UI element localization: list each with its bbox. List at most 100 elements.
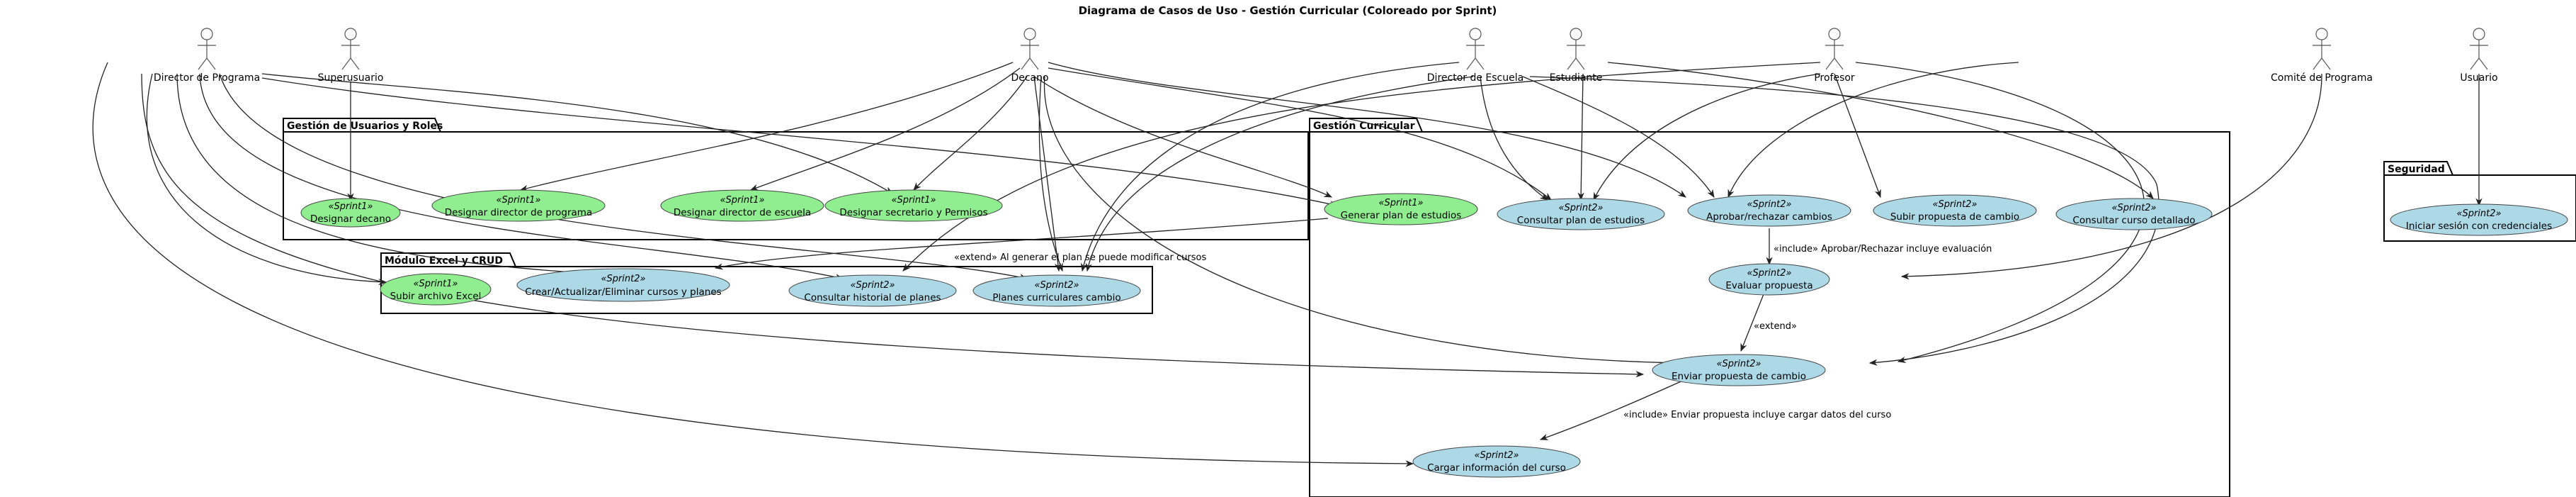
relation-label: «include» Enviar propuesta incluye carga… — [1623, 410, 1891, 420]
use-case-stereotype: «Sprint2» — [1932, 199, 1977, 210]
edge-dirprog-historial — [199, 73, 844, 281]
use-cases: «Sprint1» Designar decano «Sprint1» Desi… — [300, 189, 2568, 478]
edge-dirprog-secretario — [261, 73, 894, 194]
use-case-designar-director-escuela[interactable]: «Sprint1» Designar director de escuela — [660, 189, 824, 222]
actor-estudiante[interactable]: Estudiante — [1550, 28, 1603, 84]
edge-profesor-subir — [1834, 73, 1881, 199]
edge-dirprog-enviar — [141, 73, 1645, 378]
actor-label: Comité de Programa — [2271, 72, 2373, 84]
use-case-label: Subir propuesta de cambio — [1890, 211, 2019, 223]
use-case-designar-secretario[interactable]: «Sprint1» Designar secretario y Permisos — [824, 189, 1003, 222]
edge-dirprog-planes — [219, 73, 1028, 281]
actor-usuario[interactable]: Usuario — [2460, 28, 2498, 84]
relationship-edges — [92, 62, 2483, 467]
actor-label: Usuario — [2460, 72, 2497, 84]
use-case-stereotype: «Sprint2» — [1034, 280, 1079, 291]
use-case-stereotype: «Sprint2» — [850, 280, 895, 291]
actor-label: Estudiante — [1550, 72, 1603, 84]
actor-label: Profesor — [1814, 72, 1855, 84]
use-case-crud[interactable]: «Sprint2» Crear/Actualizar/Eliminar curs… — [516, 268, 730, 302]
use-case-label: Enviar propuesta de cambio — [1672, 371, 1806, 382]
use-case-stereotype: «Sprint1» — [328, 201, 373, 212]
use-case-label: Consultar historial de planes — [804, 292, 941, 303]
actors: Director de Programa Superusuario Decano… — [154, 28, 2498, 84]
use-case-stereotype: «Sprint1» — [1378, 198, 1423, 208]
use-case-stereotype: «Sprint1» — [720, 195, 764, 206]
use-case-enviar-propuesta[interactable]: «Sprint2» Enviar propuesta de cambio — [1652, 354, 1826, 386]
use-case-designar-director-programa[interactable]: «Sprint1» Designar director de programa — [431, 189, 606, 222]
use-case-consultar-historial[interactable]: «Sprint2» Consultar historial de planes — [788, 274, 957, 307]
relation-label: «extend» — [1754, 321, 1797, 332]
use-case-evaluar-propuesta[interactable]: «Sprint2» Evaluar propuesta — [1708, 263, 1830, 296]
use-case-consultar-plan[interactable]: «Sprint2» Consultar plan de estudios — [1497, 198, 1665, 230]
package-label: Seguridad — [2388, 164, 2445, 175]
edge-decano-direscuela — [749, 67, 1021, 191]
relation-label: «include» Aprobar/Rechazar incluye evalu… — [1774, 244, 1992, 255]
use-case-label: Consultar curso detallado — [2072, 215, 2195, 226]
use-case-label: Designar director de programa — [445, 207, 593, 218]
use-case-generar-plan[interactable]: «Sprint1» Generar plan de estudios — [1324, 193, 1478, 225]
use-case-label: Consultar plan de estudios — [1517, 215, 1645, 226]
use-case-subir-excel[interactable]: «Sprint1» Subir archivo Excel — [380, 273, 492, 306]
use-case-stereotype: «Sprint2» — [1747, 199, 1791, 210]
edge-decano-planes-b — [1038, 76, 1063, 272]
edge-extend-evaluar — [1740, 294, 1764, 352]
edge-include-enviar — [1539, 379, 1686, 440]
edge-profesor-enviar — [1855, 62, 2145, 363]
relation-label: «extend» Al generar el plan se puede mod… — [954, 252, 1206, 263]
edge-dirprog-excel — [146, 73, 387, 286]
actor-director-escuela[interactable]: Director de Escuela — [1427, 28, 1524, 84]
edge-direscuela-aprobar — [1522, 76, 1715, 198]
edge-comite-aprobar — [1727, 62, 2019, 199]
edge-extend-generar — [714, 218, 1329, 270]
use-case-stereotype: «Sprint1» — [496, 195, 540, 206]
actor-profesor[interactable]: Profesor — [1814, 28, 1855, 84]
use-case-label: Designar decano — [310, 213, 391, 225]
actor-comite-programa[interactable]: Comité de Programa — [2271, 28, 2373, 84]
use-case-planes-curriculares[interactable]: «Sprint2» Planes curriculares cambio — [972, 274, 1141, 307]
edge-estudiante-consultar — [1577, 73, 1584, 201]
actor-decano[interactable]: Decano — [1011, 28, 1049, 84]
edge-dirprog-generar — [261, 77, 1339, 208]
package-label: Gestión de Usuarios y Roles — [287, 121, 443, 132]
use-case-label: Planes curriculares cambio — [992, 292, 1120, 303]
use-case-iniciar-sesion[interactable]: «Sprint2» Iniciar sesión con credenciale… — [2390, 203, 2568, 236]
edge-decano-consultar — [1048, 67, 1552, 201]
use-case-cargar-informacion[interactable]: «Sprint2» Cargar información del curso — [1412, 445, 1581, 478]
use-case-subir-propuesta[interactable]: «Sprint2» Subir propuesta de cambio — [1873, 194, 2037, 227]
edge-decano-aprobar — [1048, 62, 1686, 198]
edge-dirprog-cargar — [92, 62, 1414, 467]
use-case-label: Designar secretario y Permisos — [839, 207, 987, 218]
edge-direscuela-consultar — [1480, 76, 1548, 201]
edge-decano-evaluar — [1043, 76, 1737, 367]
use-case-label: Iniciar sesión con credenciales — [2406, 220, 2552, 232]
edge-comite-evaluar — [1900, 73, 2322, 280]
actor-label: Director de Escuela — [1427, 72, 1524, 84]
use-case-stereotype: «Sprint2» — [1474, 450, 1519, 461]
use-case-stereotype: «Sprint2» — [1716, 359, 1761, 369]
use-case-designar-decano[interactable]: «Sprint1» Designar decano — [300, 198, 401, 228]
use-case-label: Generar plan de estudios — [1341, 210, 1462, 221]
edge-direscuela-planes-b — [1085, 76, 1474, 272]
use-case-label: Designar director de escuela — [674, 207, 811, 218]
use-case-stereotype: «Sprint2» — [2111, 203, 2156, 213]
use-case-stereotype: «Sprint2» — [601, 274, 645, 284]
actor-superusuario[interactable]: Superusuario — [318, 28, 384, 84]
edge-dirprog-crud — [176, 73, 618, 279]
use-case-consultar-curso[interactable]: «Sprint2» Consultar curso detallado — [2055, 198, 2213, 230]
use-case-aprobar-rechazar[interactable]: «Sprint2» Aprobar/rechazar cambios — [1687, 194, 1851, 227]
edge-decano-dirprog — [519, 62, 1014, 191]
diagram-title: Diagrama de Casos de Uso - Gestión Curri… — [1079, 4, 1497, 17]
package-label: Gestión Curricular — [1313, 121, 1415, 132]
actor-label: Director de Programa — [154, 72, 260, 84]
use-case-label: Aprobar/rechazar cambios — [1706, 211, 1832, 223]
use-case-stereotype: «Sprint2» — [2456, 208, 2501, 219]
use-case-label: Subir archivo Excel — [390, 291, 482, 302]
actor-director-programa[interactable]: Director de Programa — [154, 28, 260, 84]
actor-label: Decano — [1011, 72, 1048, 84]
edge-direscuela-planes-a — [1080, 62, 1460, 272]
use-case-stereotype: «Sprint2» — [1558, 203, 1603, 213]
use-case-stereotype: «Sprint2» — [1747, 268, 1791, 279]
edge-direscuela-evaluar — [1529, 76, 2160, 366]
